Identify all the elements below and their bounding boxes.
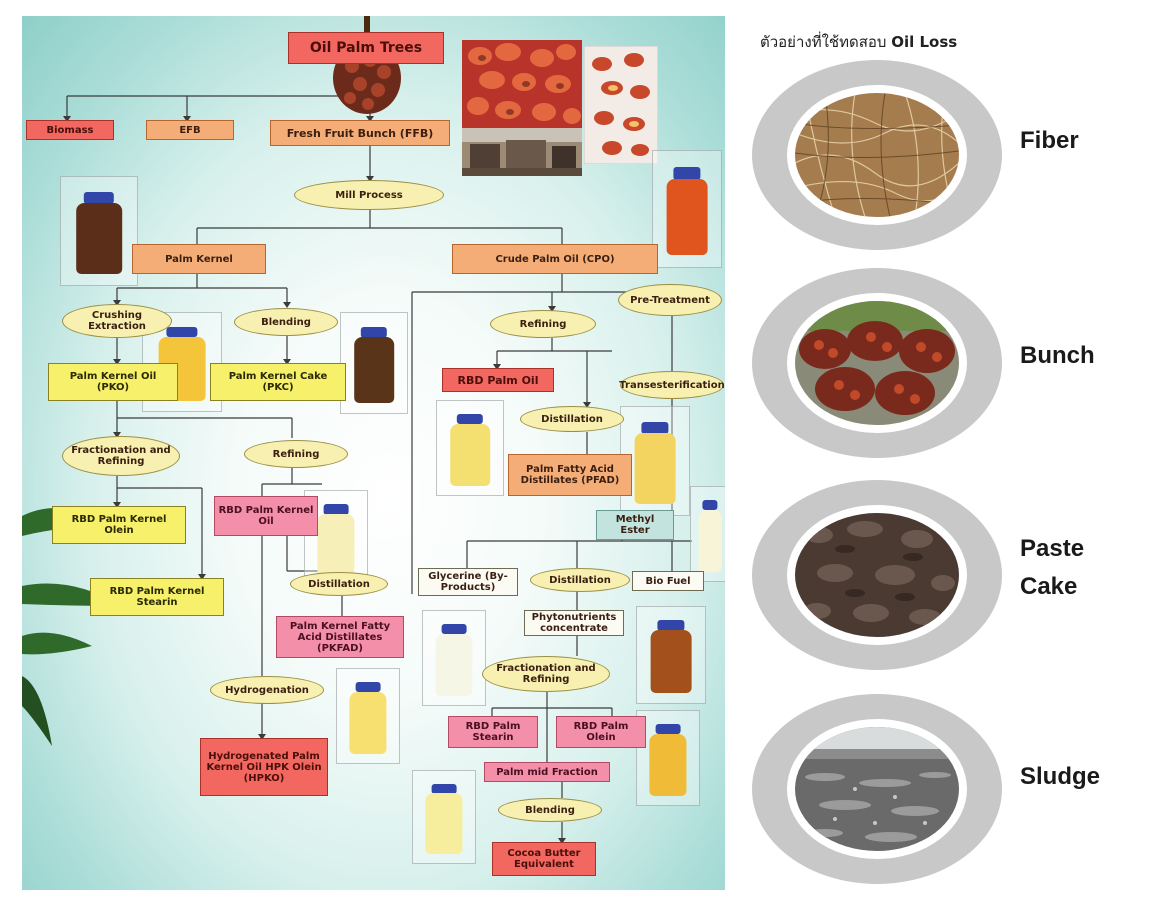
node-fractionation-2: Fractionation and Refining <box>482 656 610 692</box>
paste-cake-image <box>795 513 959 637</box>
node-pre-treatment: Pre-Treatment <box>618 284 722 316</box>
glycerine-jar <box>422 610 486 706</box>
node-biomass: Biomass <box>26 120 114 140</box>
node-hpko: Hydrogenated Palm Kernel Oil HPK Olein (… <box>200 738 328 796</box>
bunch-image <box>795 301 959 425</box>
cut-fruits-photo <box>584 46 658 164</box>
label-paste: Paste <box>1020 535 1085 562</box>
node-distillation-3: Distillation <box>530 568 630 592</box>
palm-oil-flowchart-poster: Oil Palm Trees Biomass EFB Fresh Fruit B… <box>22 16 725 890</box>
sample-bunch <box>752 268 1002 458</box>
node-cpo: Crude Palm Oil (CPO) <box>452 244 658 274</box>
node-rbd-pk-oil: RBD Palm Kernel Oil <box>214 496 318 536</box>
node-ffb: Fresh Fruit Bunch (FFB) <box>270 120 450 146</box>
node-oil-palm-trees: Oil Palm Trees <box>288 32 444 64</box>
node-rbd-olein: RBD Palm Olein <box>556 716 646 748</box>
node-distillation-1: Distillation <box>520 406 624 432</box>
label-cake: Cake <box>1020 573 1078 600</box>
palm-fruits-photo <box>462 40 582 132</box>
node-refining-2: Refining <box>244 440 348 468</box>
sludge-image <box>795 727 959 851</box>
panel-title-oil-loss: Oil Loss <box>891 33 958 51</box>
palm-fruit-bunch-photo <box>322 16 412 116</box>
label-fiber: Fiber <box>1020 127 1079 154</box>
sample-sludge <box>752 694 1002 884</box>
node-phytonutrients: Phytonutrients concentrate <box>524 610 624 636</box>
node-pko: Palm Kernel Oil (PKO) <box>48 363 178 401</box>
node-distillation-2: Distillation <box>290 572 388 596</box>
node-rbd-pk-olein: RBD Palm Kernel Olein <box>52 506 186 544</box>
palm-kernel-jar <box>60 176 138 286</box>
node-blending-2: Blending <box>498 798 602 822</box>
node-pkc: Palm Kernel Cake (PKC) <box>210 363 346 401</box>
rbd-olein-jar <box>636 710 700 806</box>
node-crushing-extraction: Crushing Extraction <box>62 304 172 338</box>
label-bunch: Bunch <box>1020 342 1095 369</box>
sample-paste-cake <box>752 480 1002 670</box>
phytonutrients-jar <box>636 606 706 704</box>
cbe-jar <box>412 770 476 864</box>
node-mill-process: Mill Process <box>294 180 444 210</box>
node-transesterification: Transesterification <box>619 371 725 399</box>
node-refining-1: Refining <box>490 310 596 338</box>
hpko-jar <box>336 668 400 764</box>
palm-oil-mill-photo <box>462 128 582 176</box>
node-rbd-palm-oil: RBD Palm Oil <box>442 368 554 392</box>
sample-fiber <box>752 60 1002 250</box>
panel-title-thai: ตัวอย่างที่ใช้ทดสอบ <box>760 33 887 51</box>
node-blending-1: Blending <box>234 308 338 336</box>
node-glycerine: Glycerine (By-Products) <box>418 568 518 596</box>
node-rbd-pk-stearin: RBD Palm Kernel Stearin <box>90 578 224 616</box>
flowchart-connectors <box>63 78 692 844</box>
node-methyl-ester: Methyl Ester <box>596 510 674 540</box>
pkc-jar <box>340 312 408 414</box>
node-rbd-stearin: RBD Palm Stearin <box>448 716 538 748</box>
label-sludge: Sludge <box>1020 763 1101 790</box>
panel-title: ตัวอย่างที่ใช้ทดสอบ Oil Loss <box>760 30 957 54</box>
node-pfad: Palm Fatty Acid Distillates (PFAD) <box>508 454 632 496</box>
node-palm-kernel: Palm Kernel <box>132 244 266 274</box>
node-pkfad: Palm Kernel Fatty Acid Distillates (PKFA… <box>276 616 404 658</box>
node-bio-fuel: Bio Fuel <box>632 571 704 591</box>
node-cocoa-butter-equivalent: Cocoa Butter Equivalent <box>492 842 596 876</box>
node-hydrogenation: Hydrogenation <box>210 676 324 704</box>
methyl-ester-jar <box>690 486 725 582</box>
cpo-jar <box>652 150 722 268</box>
node-fractionation-1: Fractionation and Refining <box>62 436 180 476</box>
node-palm-mid-fraction: Palm mid Fraction <box>484 762 610 782</box>
rbd-palm-oil-jar <box>436 400 504 496</box>
node-efb: EFB <box>146 120 234 140</box>
fiber-image <box>795 93 959 217</box>
